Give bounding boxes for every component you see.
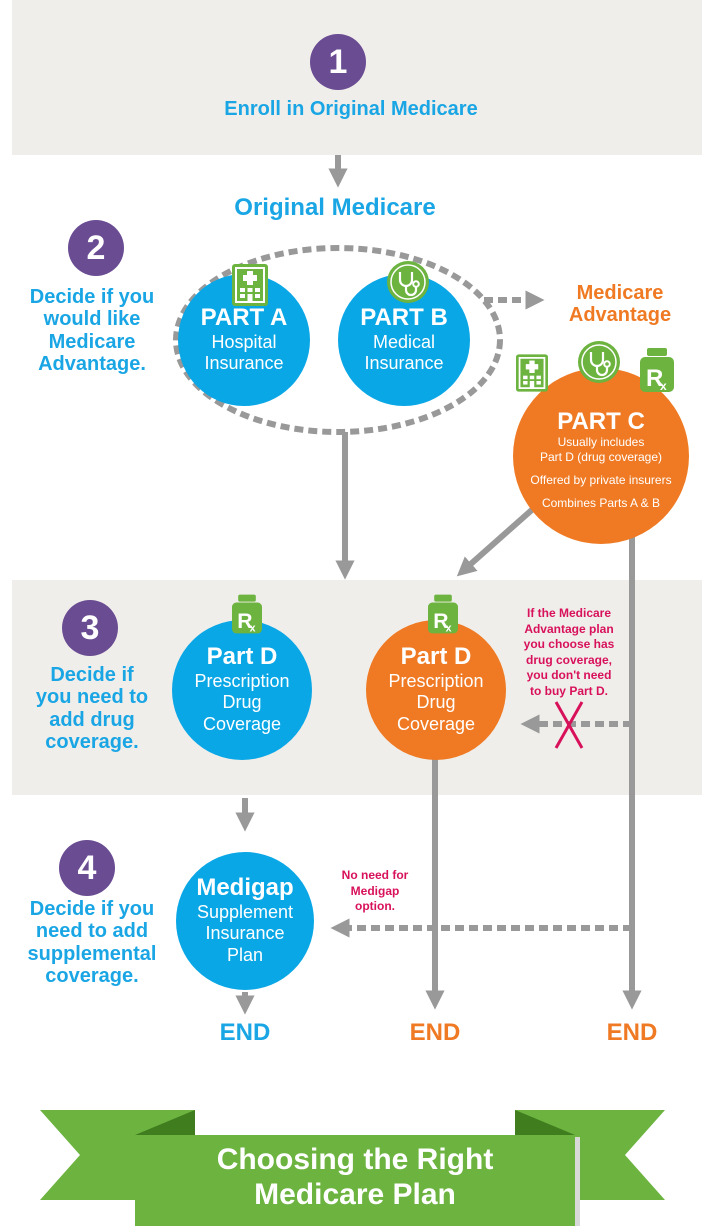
part-a-sub-line: Insurance bbox=[204, 353, 284, 374]
step2-label-line: Advantage. bbox=[38, 353, 146, 376]
end-label-medigap: END bbox=[219, 1019, 271, 1046]
medigap-circle: Medigap Supplement Insurance Plan bbox=[176, 852, 314, 990]
part-d-blue-sub-line: Prescription bbox=[194, 670, 290, 691]
part-d-blue-sub-line: Coverage bbox=[202, 713, 282, 734]
step3-label: Decide if you need to add drug coverage. bbox=[12, 664, 172, 754]
medigap-note-line: No need for bbox=[341, 868, 409, 882]
step3-label-line: you need to bbox=[35, 686, 149, 709]
part-d-note-line: to buy Part D. bbox=[529, 683, 608, 698]
part-c-line: Offered by private insurers bbox=[530, 473, 672, 488]
step3-label-line: coverage. bbox=[45, 731, 139, 754]
part-b-title: PART B bbox=[360, 304, 448, 332]
part-a-title: PART A bbox=[200, 304, 288, 332]
svg-text:x: x bbox=[250, 623, 256, 635]
part-d-orange-sub-line: Drug bbox=[416, 692, 456, 713]
part-a-sub-line: Hospital bbox=[211, 331, 277, 352]
part-d-orange-circle: Part D Prescription Drug Coverage bbox=[366, 620, 506, 760]
part-c-title: PART C bbox=[557, 407, 645, 435]
banner-title: Choosing the Right Medicare Plan bbox=[135, 1143, 575, 1212]
rx-bottle-icon: R x bbox=[232, 592, 262, 641]
svg-text:R: R bbox=[237, 610, 252, 633]
step2-label-line: Medicare bbox=[48, 330, 136, 353]
step2-number: 2 bbox=[68, 220, 124, 276]
step4-number: 4 bbox=[59, 840, 115, 896]
svg-text:x: x bbox=[660, 379, 667, 392]
part-d-blue-circle: Part D Prescription Drug Coverage bbox=[172, 620, 312, 760]
step2-label: Decide if you would like Medicare Advant… bbox=[12, 286, 172, 376]
step4-label-line: coverage. bbox=[45, 965, 139, 988]
arrow-partc-to-partd bbox=[456, 505, 536, 577]
end-label-part-c: END bbox=[606, 1019, 658, 1046]
part-d-orange-title: Part D bbox=[400, 643, 472, 671]
step4-label-line: supplemental bbox=[27, 942, 157, 965]
step4-label-line: Decide if you bbox=[29, 898, 155, 920]
part-b-sub-line: Insurance bbox=[364, 353, 444, 374]
medigap-note: No need for Medigap option. bbox=[330, 868, 420, 915]
part-b-circle: PART B Medical Insurance bbox=[338, 274, 470, 406]
part-d-orange-sub-line: Prescription bbox=[388, 670, 484, 691]
svg-text:R: R bbox=[646, 365, 663, 392]
step3-band bbox=[12, 580, 702, 795]
stethoscope-icon bbox=[577, 340, 621, 389]
rx-bottle-icon: R x bbox=[428, 592, 458, 641]
step3-label-line: add drug bbox=[49, 708, 135, 731]
medigap-title: Medigap bbox=[196, 874, 294, 902]
medicare-advantage-title: Medicare Advantage bbox=[545, 282, 695, 327]
step4-label: Decide if you need to add supplemental c… bbox=[12, 898, 172, 988]
step2-label-line: Decide if you bbox=[29, 286, 155, 308]
svg-text:R: R bbox=[433, 610, 448, 633]
original-medicare-title: Original Medicare bbox=[234, 194, 436, 221]
svg-text:x: x bbox=[446, 623, 452, 635]
medicare-advantage-line: Medicare bbox=[576, 282, 664, 304]
part-d-blue-sub-line: Drug bbox=[222, 692, 262, 713]
medigap-sub-line: Insurance bbox=[205, 923, 285, 944]
step4-label-line: need to add bbox=[35, 920, 149, 943]
part-b-sub-line: Medical bbox=[372, 331, 436, 352]
part-c-line: Combines Parts A & B bbox=[541, 496, 661, 511]
banner-title-line: Choosing the Right bbox=[216, 1143, 494, 1176]
part-d-note-line: you don't need bbox=[526, 668, 612, 683]
banner-title-line: Medicare Plan bbox=[254, 1177, 456, 1211]
original-medicare-outline bbox=[173, 245, 503, 435]
step3-number: 3 bbox=[62, 600, 118, 656]
part-d-note-line: Advantage plan bbox=[524, 621, 614, 636]
hospital-icon bbox=[232, 264, 268, 311]
part-d-note-line: drug coverage, bbox=[525, 652, 613, 667]
medicare-advantage-line: Advantage bbox=[568, 304, 672, 327]
part-d-orange-sub-line: Coverage bbox=[396, 713, 476, 734]
medigap-note-line: option. bbox=[355, 899, 395, 914]
hospital-icon bbox=[516, 354, 548, 397]
stethoscope-icon bbox=[386, 260, 430, 309]
part-d-note-line: If the Medicare bbox=[526, 606, 612, 620]
end-label-part-d: END bbox=[409, 1019, 461, 1046]
rx-bottle-icon: R x bbox=[640, 348, 674, 397]
step3-label-line: Decide if bbox=[50, 664, 134, 686]
part-c-circle: PART C Usually includes Part D (drug cov… bbox=[513, 368, 689, 544]
medigap-sub-line: Plan bbox=[226, 944, 264, 965]
step1-number: 1 bbox=[310, 34, 366, 90]
step2-label-line: would like bbox=[43, 308, 141, 331]
part-d-note: If the Medicare Advantage plan you choos… bbox=[514, 606, 624, 700]
part-c-line: Part D (drug coverage) bbox=[539, 450, 663, 465]
medigap-sub-line: Supplement bbox=[196, 901, 294, 922]
part-c-line: Usually includes bbox=[557, 435, 645, 450]
part-d-note-line: you choose has bbox=[523, 637, 615, 652]
medigap-note-line: Medigap bbox=[350, 883, 400, 898]
x-mark-stroke-2 bbox=[554, 701, 584, 749]
step1-label: Enroll in Original Medicare bbox=[224, 98, 478, 120]
part-d-blue-title: Part D bbox=[206, 643, 278, 671]
